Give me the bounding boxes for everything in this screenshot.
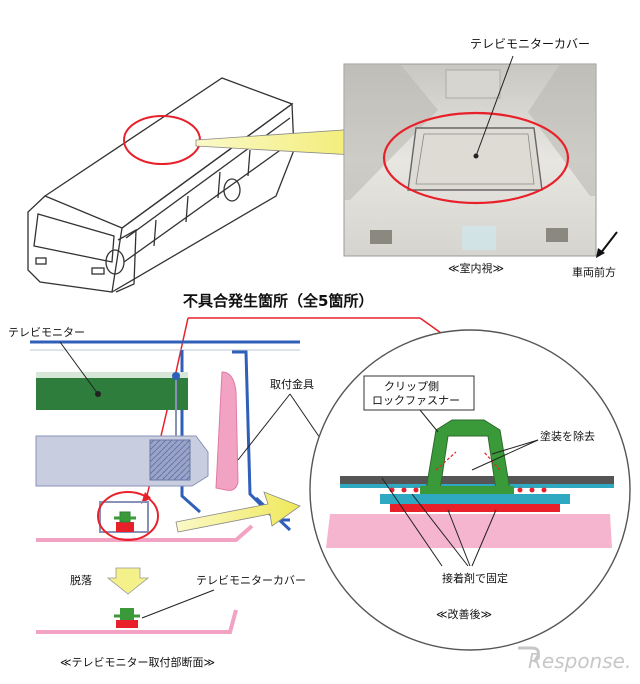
response-logo: Response. <box>518 646 631 673</box>
bracket-label: 取付金具 <box>270 377 314 391</box>
monitor-cover-label: テレビモニターカバー <box>470 37 590 51</box>
clip-label-line1: クリップ側 <box>384 380 439 393</box>
cover-label-bottom: テレビモニターカバー <box>196 574 306 587</box>
paint-removed-label: 塗装を除去 <box>540 429 595 443</box>
monitor-cover-highlight <box>382 111 570 205</box>
detached-cover <box>36 608 238 634</box>
front-direction-label: 車両前方 <box>572 265 616 279</box>
defect-circle <box>97 491 159 541</box>
tv-monitor-label: テレビモニター <box>8 326 85 339</box>
adhesive-label: 接着剤で固定 <box>442 571 508 585</box>
cross-section-diagram <box>30 340 300 542</box>
clip-label-box <box>363 375 475 411</box>
svg-text:Response.: Response. <box>528 649 631 673</box>
defect-location-title: 不具合発生箇所（全5箇所） <box>183 292 373 310</box>
roof-highlight-circle <box>123 115 201 165</box>
interior-photo <box>343 55 597 257</box>
section-caption: ≪テレビモニター取付部断面≫ <box>60 655 215 669</box>
fall-off-label: 脱落 <box>70 573 92 587</box>
bus-illustration <box>27 77 295 293</box>
improved-caption: ≪改善後≫ <box>436 607 492 621</box>
clip-label-line2: ロックファスナー <box>372 394 460 407</box>
front-direction-arrow-icon <box>596 231 618 258</box>
interior-caption: ≪室内視≫ <box>448 261 504 275</box>
arrow-to-detail <box>175 491 301 533</box>
fall-down-arrow <box>106 567 150 595</box>
